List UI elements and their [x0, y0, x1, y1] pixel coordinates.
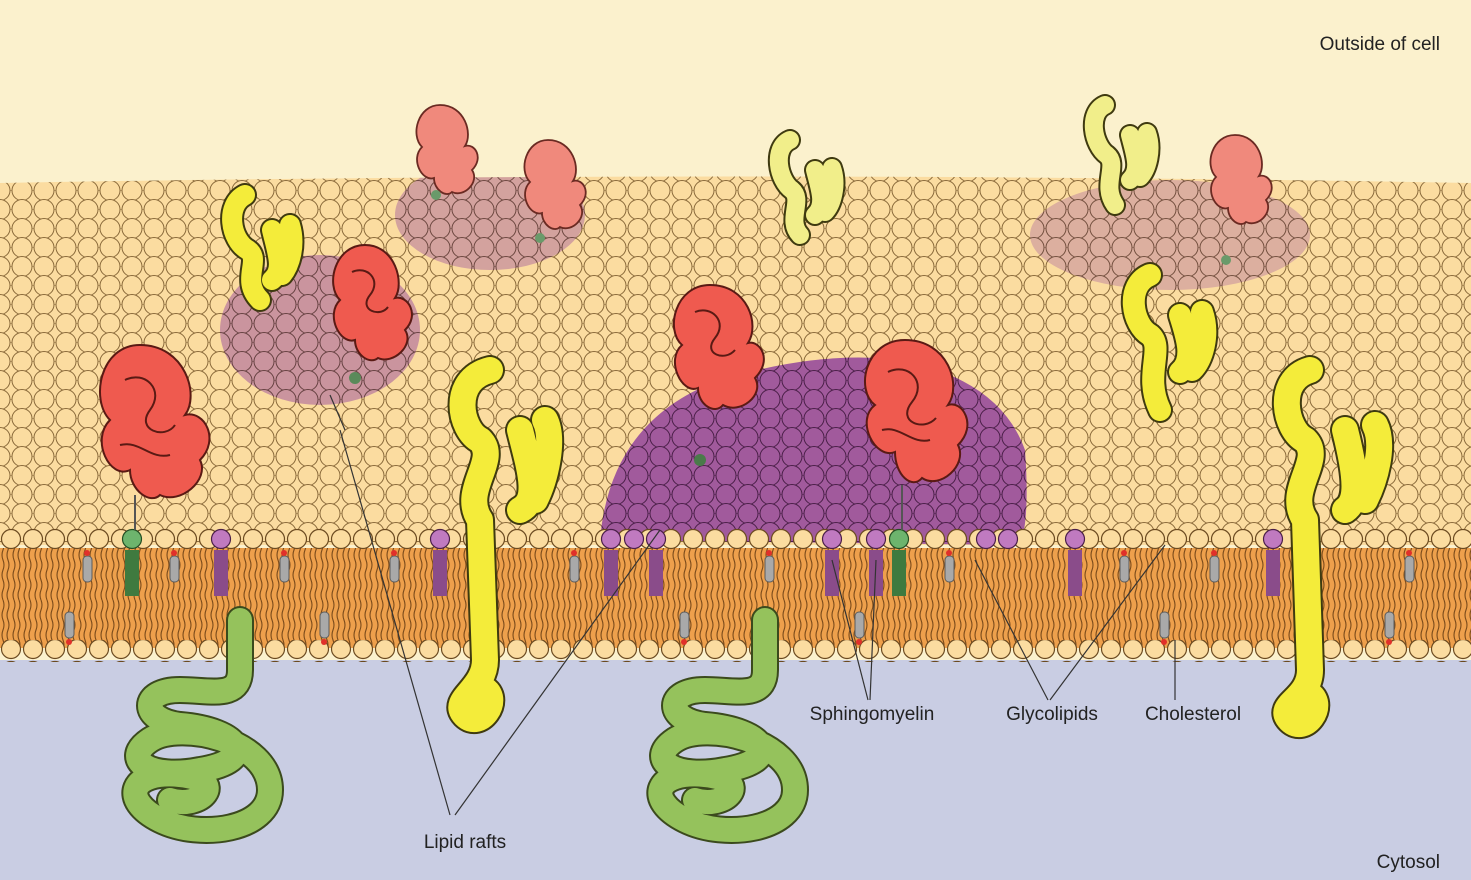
label-cholesterol: Cholesterol — [1145, 704, 1241, 725]
bilayer-cross-section — [0, 528, 1471, 662]
glycolipid-head — [890, 530, 909, 549]
label-cytosol: Cytosol — [1377, 852, 1440, 873]
label-sphingomyelin: Sphingomyelin — [810, 704, 935, 725]
label-outside-of-cell: Outside of cell — [1320, 34, 1440, 55]
glycolipid-head — [123, 530, 142, 549]
label-lipid-rafts: Lipid rafts — [424, 832, 506, 853]
label-glycolipids: Glycolipids — [1006, 704, 1098, 725]
